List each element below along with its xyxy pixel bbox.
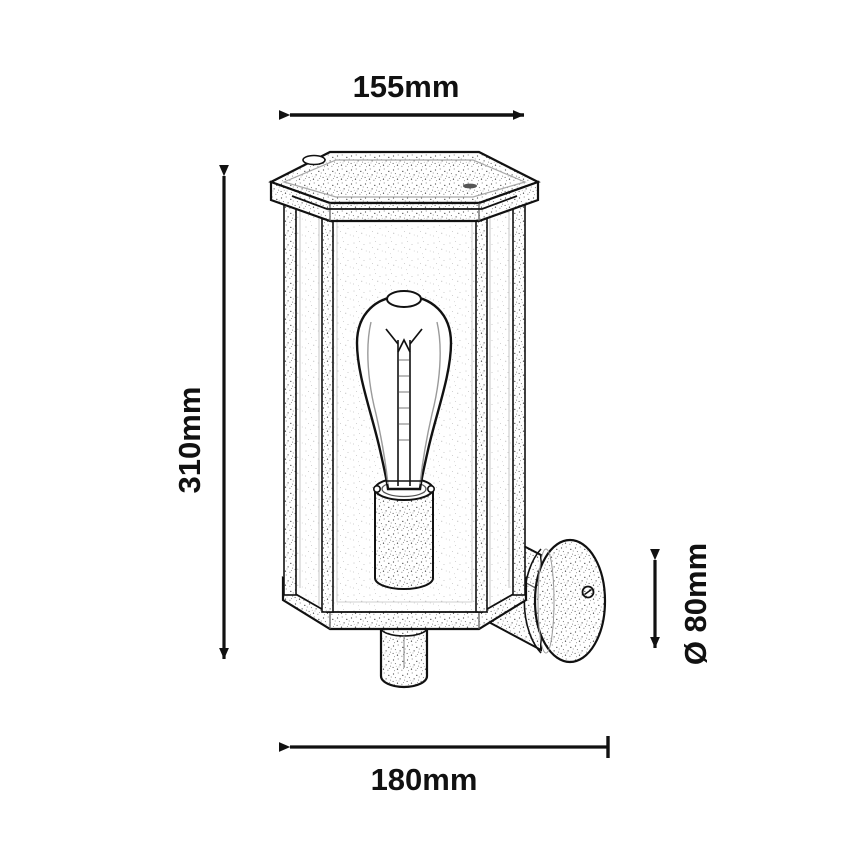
- dimension-width-155mm: 155mm: [278, 69, 525, 120]
- filament-coil: [385, 328, 423, 353]
- socket-body: [374, 488, 434, 590]
- dimension-label-310mm: 310mm: [172, 387, 207, 494]
- wall-plate: [533, 538, 607, 664]
- dimension-diameter-80mm: Ø 80mm: [650, 543, 713, 665]
- socket-clip-left: [372, 484, 381, 493]
- cap-vent-hole: [302, 154, 326, 166]
- filament-posts: [397, 340, 411, 486]
- dimension-depth-180mm: 180mm: [278, 736, 610, 797]
- cap-underside-rim: [291, 195, 518, 210]
- socket-clip-right: [426, 484, 435, 493]
- post-left-outer: [283, 191, 297, 596]
- mount-screw: [581, 585, 595, 599]
- post-left-inner: [321, 205, 334, 613]
- cap-skirt: [269, 180, 540, 223]
- dimension-height-310mm: 310mm: [172, 164, 229, 660]
- dimension-label-180mm: 180mm: [371, 762, 478, 797]
- post-right-inner: [475, 205, 488, 613]
- dimension-label-80mm: Ø 80mm: [678, 543, 713, 665]
- dimension-label-155mm: 155mm: [353, 69, 460, 104]
- wall-lantern-illustration: [268, 150, 607, 689]
- cap-screw-mark: [463, 183, 477, 189]
- bulb-tip: [386, 290, 422, 308]
- post-right-outer: [512, 191, 526, 596]
- cap-bevel-line: [282, 159, 527, 198]
- lamp-socket: [372, 477, 435, 590]
- top-cap: [268, 150, 541, 223]
- edison-bulb: [355, 290, 453, 491]
